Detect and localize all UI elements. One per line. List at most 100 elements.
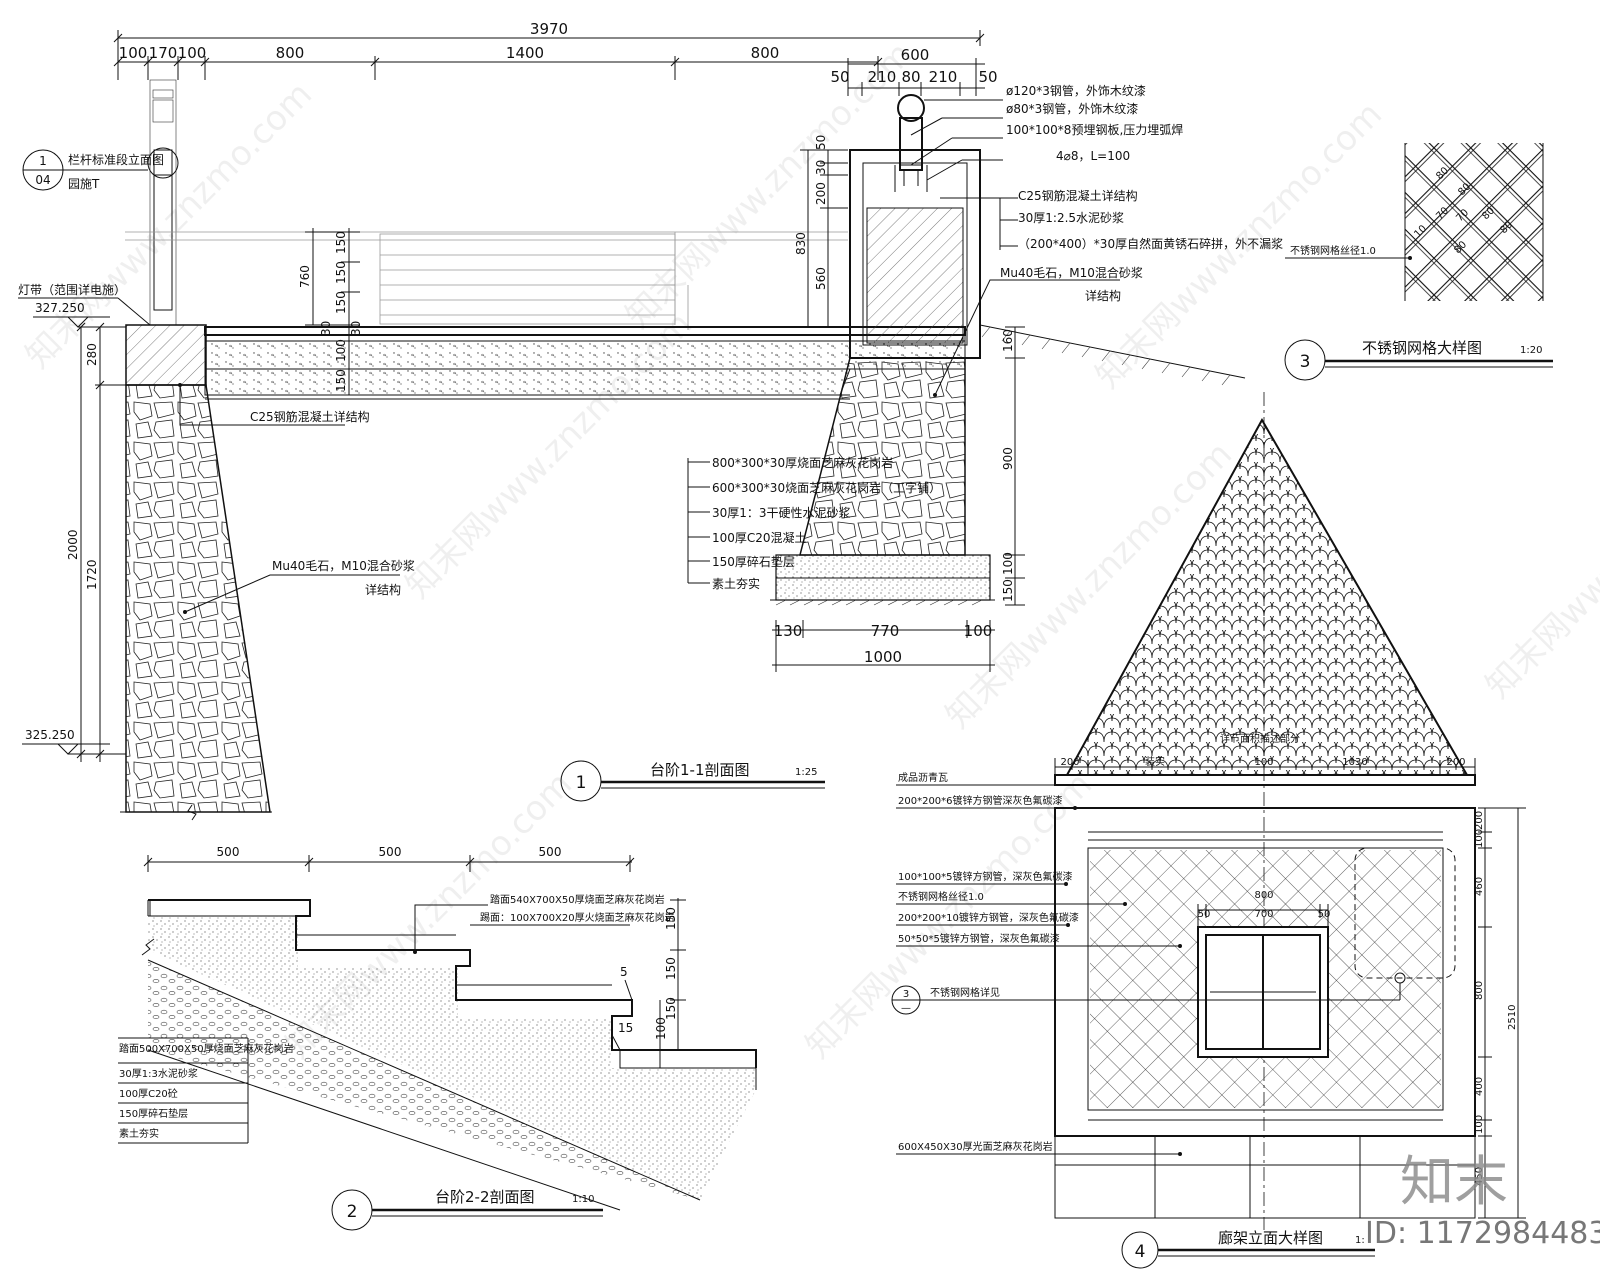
tread-labels: 踏面540X700X50厚烧面芝麻灰花岗岩 踢面：100X700X20厚火烧面芝… <box>413 893 675 954</box>
ref-bottom: — <box>901 1003 911 1014</box>
wall-vertical-dims: 50 30 200 830 560 <box>794 135 848 328</box>
window-dims: 50 800 700 50 <box>1197 890 1331 927</box>
dim: 200 <box>1474 811 1485 830</box>
roof-labels: 成品沥青瓦 200*200*6镀锌方钢管深灰色氟碳漆 <box>896 771 1100 810</box>
title-block-4: 4 廊架立面大样图 1: <box>1121 1229 1375 1269</box>
dim: 500 <box>217 845 240 859</box>
dim: 1720 <box>85 559 99 590</box>
dim: 150 <box>334 261 348 284</box>
right-stone-label: Mu40毛石，M10混合砂浆 详结构 <box>933 265 1143 397</box>
title-number: 2 <box>347 1202 358 1222</box>
dim: 100 <box>334 339 348 362</box>
dim: 280 <box>85 343 99 366</box>
pipe-label: ø120*3钢管，外饰木纹漆 <box>1006 83 1146 98</box>
tread-label: 踏面540X700X50厚烧面芝麻灰花岗岩 <box>490 893 665 906</box>
dim: 150 <box>334 291 348 314</box>
dim: 170 <box>149 44 178 62</box>
watermark-id: ID: 1172984483 <box>1365 1216 1600 1251</box>
title: 台阶2-2剖面图 <box>435 1188 535 1206</box>
dim: 50 <box>1318 909 1331 920</box>
dim: 800 <box>276 44 305 62</box>
title: 台阶1-1剖面图 <box>650 761 750 779</box>
dim: 760 <box>298 265 312 288</box>
right-foundation <box>770 324 1246 606</box>
dim: 100 <box>654 1017 668 1040</box>
dim: 560 <box>814 267 828 290</box>
leader-stone-left: Mu40毛石，M10混合砂浆 详结构 <box>183 558 415 614</box>
title: 廊架立面大样图 <box>1218 1229 1323 1247</box>
stone-label: Mu40毛石，M10混合砂浆 <box>272 558 415 573</box>
layer-label: 30厚1：3干硬性水泥砂浆 <box>712 505 851 520</box>
dim: 50 <box>978 68 997 86</box>
eave-dims: 200 装实 100 1030 200 详节面积描述部分 <box>1054 732 1476 775</box>
layer-label: 100厚C20混凝土 <box>712 530 807 545</box>
dim: 150 <box>664 997 678 1020</box>
dim: 460 <box>1474 877 1485 896</box>
dim: 800 <box>1474 981 1485 1000</box>
dim: 500 <box>539 845 562 859</box>
concrete-label: 30厚1:2.5水泥砂浆 <box>1018 210 1124 225</box>
roof-label: 200*200*6镀锌方钢管深灰色氟碳漆 <box>898 794 1063 807</box>
layer-label: 素土夯实 <box>119 1127 159 1140</box>
dim: 800 <box>751 44 780 62</box>
watermark-text: 知末网www.znzmo.com <box>1478 404 1600 706</box>
pavilion-elevation: 200 装实 100 1030 200 详节面积描述部分 成品沥青瓦 200*2… <box>891 392 1526 1269</box>
concrete-labels: C25钢筋混凝土详结构 30厚1:2.5水泥砂浆 （200*400）*30厚自然… <box>940 188 1283 251</box>
dim: 1030 <box>1342 757 1367 768</box>
dim: 200 <box>814 182 828 205</box>
dim: 100 <box>1474 1115 1485 1134</box>
pavilion-right-dims: 200 100 460 800 400 100 450 2510 <box>1474 807 1526 1219</box>
dim: 450 <box>1474 1167 1485 1186</box>
railing-reference: 1 04 栏杆标准段立面图 园施T <box>22 149 164 191</box>
section-2-2: 500 500 500 踏面540X700X50厚烧面芝麻灰花岗岩 踢面：100… <box>118 845 757 1231</box>
title-scale: 1: <box>1355 1235 1365 1246</box>
title-scale: 1:20 <box>1520 345 1542 356</box>
dim: 200 <box>1060 757 1079 768</box>
dim: 2000 <box>66 529 80 560</box>
dim: 30 <box>319 321 333 336</box>
dim: 15 <box>618 1021 633 1035</box>
title-number: 3 <box>1300 352 1311 372</box>
ref-text: 不锈钢网格详见 <box>930 986 1000 999</box>
dim: 900 <box>1001 447 1015 470</box>
dim: 200 <box>1446 757 1465 768</box>
stone-label: 详结构 <box>1085 288 1121 303</box>
middle-vertical-dims: 150 150 150 760 30 30 100 150 <box>298 228 363 395</box>
top-dimension-chain: 3970 100 170 100 800 1400 800 <box>113 20 985 80</box>
railing-post <box>147 79 179 326</box>
title-number: 1 <box>576 773 587 793</box>
stair-body <box>141 899 757 1211</box>
dim: 700 <box>1254 909 1273 920</box>
layer-label: 800*300*30厚烧面芝麻灰花岗岩 <box>712 455 893 470</box>
frame-label: 50*50*5镀锌方钢管，深灰色氟碳漆 <box>898 932 1060 945</box>
dim: 装实 <box>1145 755 1165 768</box>
dim: 100 <box>964 622 993 640</box>
title-block-2: 2 台阶2-2剖面图 1:10 <box>331 1188 603 1231</box>
dim: 800 <box>1254 890 1273 901</box>
stone-label: Mu40毛石，M10混合砂浆 <box>1000 265 1143 280</box>
frame-label: 200*200*10镀锌方钢管，深灰色氟碳漆 <box>898 911 1079 924</box>
section-1-1: 3970 100 170 100 800 1400 800 600 50 210… <box>18 20 1283 821</box>
dim: 770 <box>871 622 900 640</box>
footing-dims: 130 770 100 1000 <box>772 620 995 672</box>
roof-label: 成品沥青瓦 <box>898 771 948 784</box>
base-label: 600X450X30厚光面芝麻灰花岗岩 <box>896 1140 1182 1156</box>
layer-label: 150厚碎石垫层 <box>119 1107 188 1120</box>
pipe-label: 4⌀8，L=100 <box>1056 149 1130 163</box>
elevation: 327.250 <box>35 301 85 315</box>
dim: 100 <box>119 44 148 62</box>
title-block-3: 3 不锈钢网格大样图 1:20 <box>1284 339 1553 381</box>
ref-top: 1 <box>39 154 47 168</box>
dim: 160 <box>1001 329 1015 352</box>
ref-text: 栏杆标准段立面图 <box>68 152 164 167</box>
dim: 30 <box>349 321 363 336</box>
lamp-label: 灯带（范围详电施） <box>18 282 126 297</box>
dim: 100 <box>178 44 207 62</box>
dim: 150 <box>334 231 348 254</box>
stone-label: 详结构 <box>365 582 401 597</box>
concrete-wall <box>849 94 981 359</box>
roof-note: 详节面积描述部分 <box>1220 732 1300 745</box>
dim: 100 <box>1254 757 1273 768</box>
dim: 150 <box>1001 579 1015 602</box>
